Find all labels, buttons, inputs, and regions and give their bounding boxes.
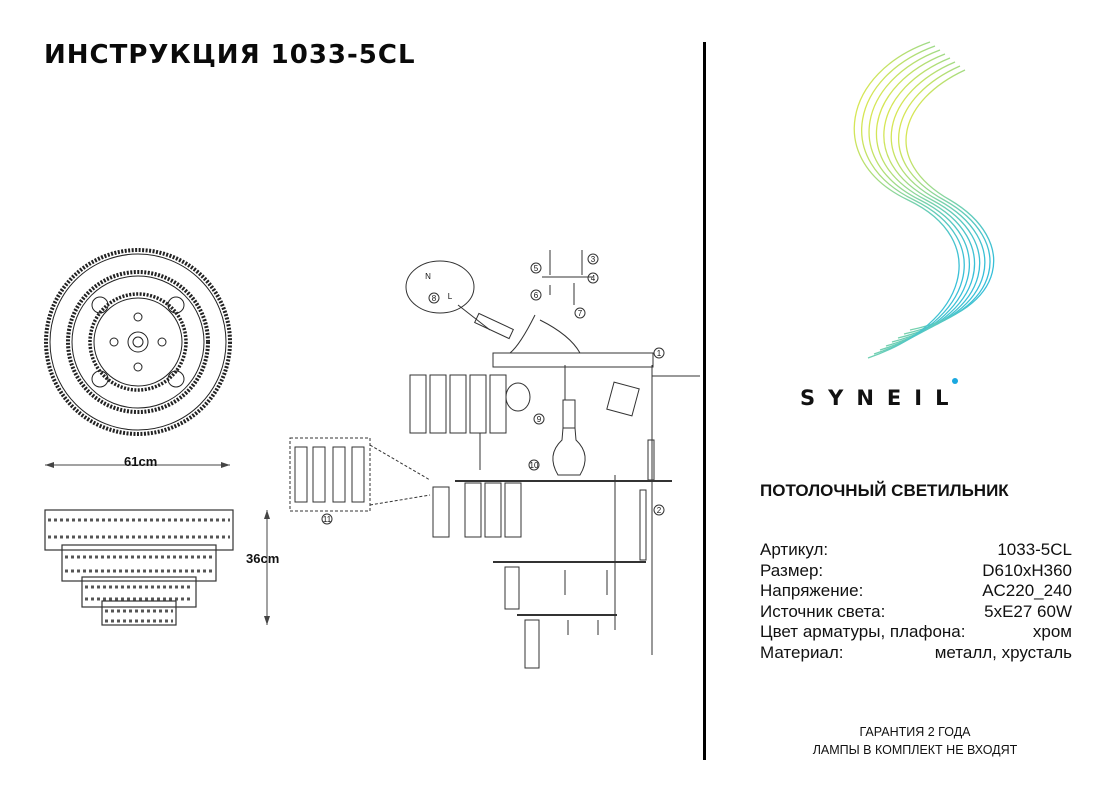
callout-2: 2 — [657, 506, 662, 515]
spec-row: Источник света:5xE27 60W — [760, 601, 1072, 621]
spec-table: Артикул:1033-5CL Размер:D610xH360 Напряж… — [760, 540, 1072, 663]
lamps-note: ЛАМПЫ В КОМПЛЕКТ НЕ ВХОДЯТ — [812, 743, 1018, 757]
width-dimension-label: 61cm — [124, 454, 158, 469]
callout-5: 5 — [534, 264, 539, 273]
footer-notes: ГАРАНТИЯ 2 ГОДА ЛАМПЫ В КОМПЛЕКТ НЕ ВХОД… — [770, 723, 1060, 759]
callout-4: 4 — [591, 274, 596, 283]
callout-10: 10 — [530, 461, 539, 470]
spec-row: Артикул:1033-5CL — [760, 540, 1072, 559]
brand-dot-icon — [952, 378, 958, 384]
spec-row: Размер:D610xH360 — [760, 560, 1072, 580]
page-title: ИНСТРУКЦИЯ 1033-5CL — [44, 40, 416, 70]
assembly-diagram: 5 3 4 6 7 8 1 9 10 2 11 N L — [289, 250, 700, 669]
syneil-logo-icon — [853, 41, 995, 359]
callout-6: 6 — [534, 291, 539, 300]
spec-row: Цвет арматуры, плафона:хром — [760, 622, 1072, 641]
wire-label-n: N — [425, 272, 431, 281]
callout-8: 8 — [432, 294, 437, 303]
warranty-note: ГАРАНТИЯ 2 ГОДА — [859, 725, 971, 739]
callout-11: 11 — [323, 515, 332, 524]
spec-row: Материал:металл, хрусталь — [760, 642, 1072, 662]
callout-3: 3 — [591, 255, 596, 264]
vertical-divider — [703, 42, 706, 760]
side-view-drawing — [44, 509, 270, 626]
callout-7: 7 — [578, 309, 583, 318]
callout-1: 1 — [657, 349, 662, 358]
product-type: ПОТОЛОЧНЫЙ СВЕТИЛЬНИК — [760, 481, 1009, 500]
brand-name: SYNEIL — [800, 378, 1030, 410]
spec-row: Напряжение:AC220_240 — [760, 581, 1072, 600]
height-dimension-label: 36cm — [246, 551, 280, 566]
wire-label-l: L — [448, 292, 453, 301]
top-view-drawing — [44, 248, 232, 468]
callout-9: 9 — [537, 415, 542, 424]
